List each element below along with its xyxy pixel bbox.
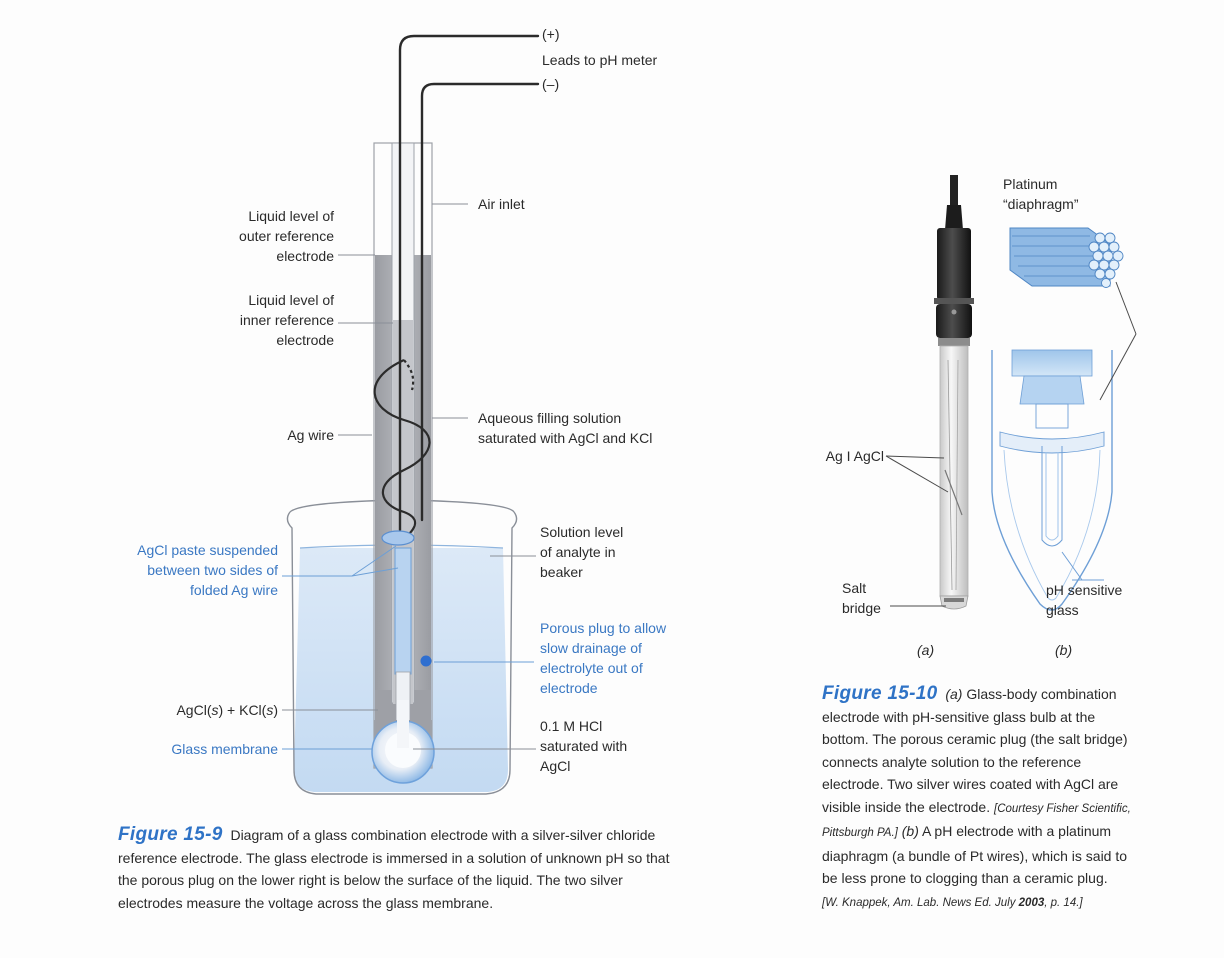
agcl-paste-label: AgCl paste suspended between two sides o…	[137, 542, 278, 598]
fig9-leader-lines	[282, 203, 536, 750]
ag-wire-spiral	[373, 358, 431, 546]
figure-15-9-title: Figure 15-9	[118, 824, 223, 845]
leads-to-ph-meter-label: Leads to pH meter	[542, 52, 658, 68]
air-inlet-label: Air inlet	[478, 196, 525, 212]
figure-15-10-caption: Figure 15-10 (a) Glass-body combination …	[822, 683, 1131, 909]
glass-membrane-label: Glass membrane	[171, 741, 278, 757]
leads	[398, 34, 540, 532]
ph-sensitive-glass-label: pH sensitive glass	[1046, 582, 1123, 618]
aqueous-filling-label: Aqueous filling solution saturated with …	[478, 410, 653, 446]
platinum-diaphragm-label: Platinum “diaphragm”	[1003, 176, 1079, 212]
solution-level-label: Solution level of analyte in beaker	[540, 524, 624, 580]
electrode-tube	[371, 142, 435, 784]
plus-lead-label: (+)	[542, 26, 560, 42]
electrode-photo	[934, 175, 974, 610]
figure-15-10-title: Figure 15-10	[822, 683, 938, 704]
minus-lead-label: (–)	[542, 76, 560, 92]
porous-plug-label: Porous plug to allow slow drainage of el…	[540, 620, 667, 696]
salt-bridge-label: Salt bridge	[842, 580, 881, 616]
porous-plug	[420, 655, 432, 667]
panel-b-label: (b)	[1055, 642, 1073, 658]
figure-15-9-caption: Figure 15-9 Diagram of a glass combinati…	[118, 824, 670, 911]
ag-agcl-label: Ag I AgCl	[825, 448, 884, 464]
ag-wire-label: Ag wire	[287, 427, 334, 443]
outer-liquid-level-label: Liquid level of outer reference electrod…	[239, 208, 334, 264]
panel-a-label: (a)	[917, 642, 935, 658]
platinum-bundle	[1009, 227, 1124, 288]
hcl-label: 0.1 M HCl saturated with AgCl	[540, 718, 628, 774]
inner-liquid-level-label: Liquid level of inner reference electrod…	[239, 292, 334, 348]
agcl-kcl-label: AgCl(s) + KCl(s)	[176, 702, 278, 718]
glass-bulb-closeup	[991, 349, 1113, 611]
fig10-leader-lines	[885, 281, 1137, 607]
